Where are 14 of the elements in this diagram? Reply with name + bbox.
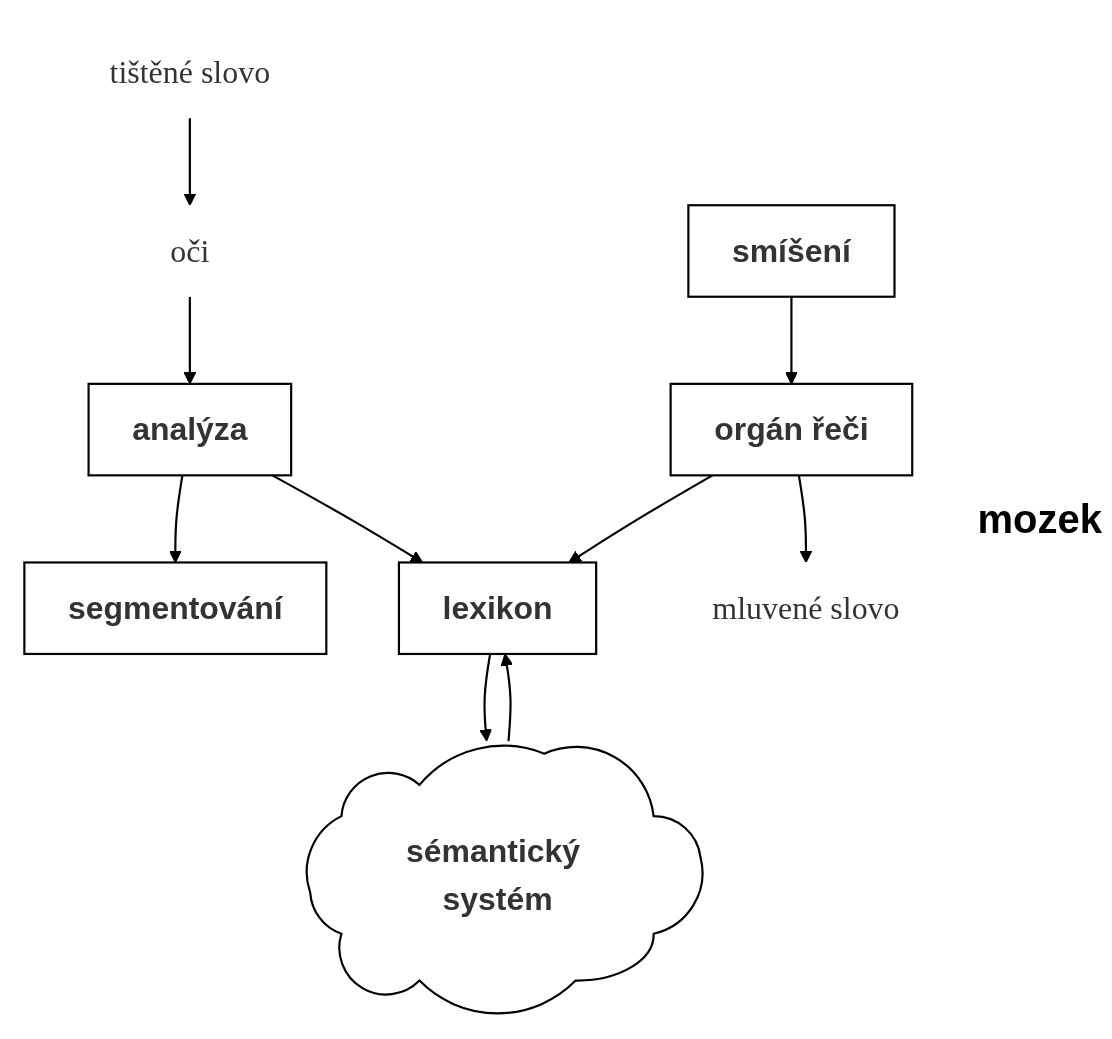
node-box: orgán řeči bbox=[669, 382, 914, 476]
node-text: tištěné slovo bbox=[109, 53, 271, 91]
brain-label: mozek bbox=[977, 497, 1102, 542]
node-box: analýza bbox=[87, 382, 293, 476]
arrow bbox=[797, 474, 813, 563]
node-box: lexikon bbox=[397, 560, 598, 655]
node-box: segmentování bbox=[23, 560, 328, 655]
arrow bbox=[785, 296, 798, 384]
node-box: smíšení bbox=[687, 203, 896, 298]
arrow bbox=[183, 296, 197, 384]
node-text: oči bbox=[170, 232, 210, 269]
arrow bbox=[479, 653, 492, 742]
node-text: mluvené slovo bbox=[712, 589, 900, 626]
arrow bbox=[183, 117, 197, 206]
